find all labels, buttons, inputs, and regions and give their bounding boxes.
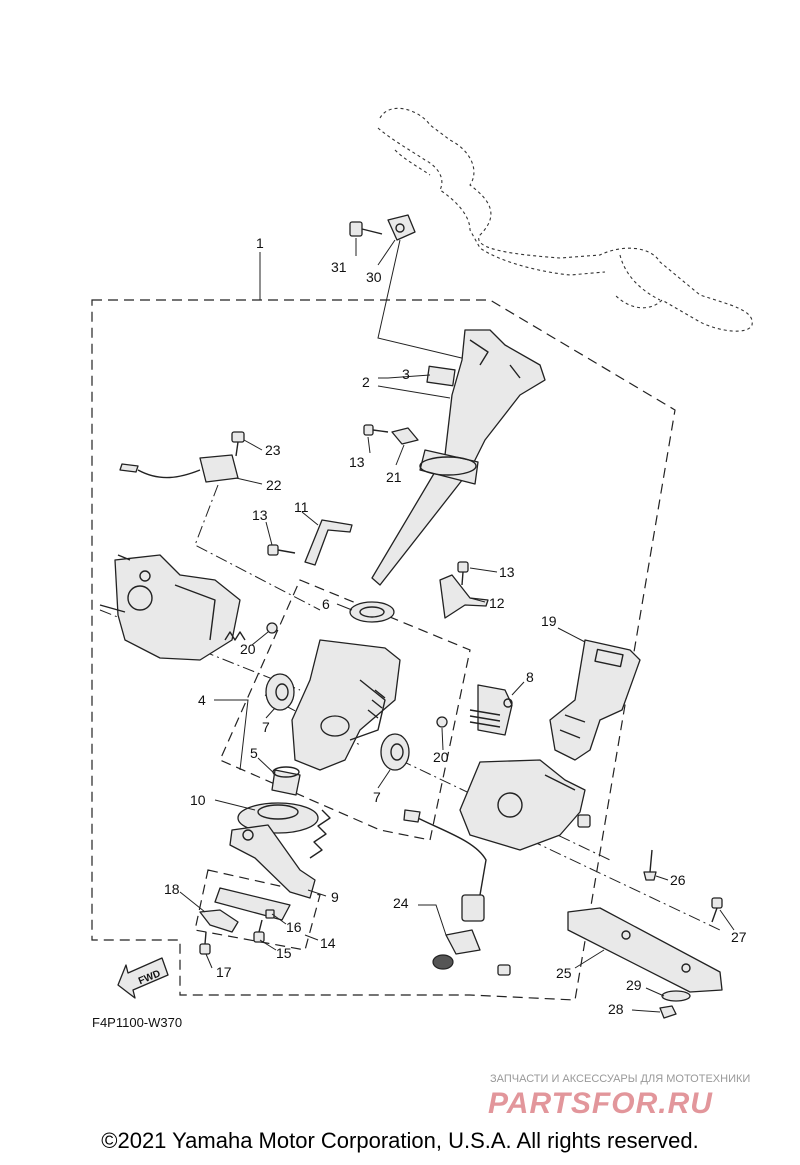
callout-2: 2 — [362, 374, 370, 390]
callout-15: 15 — [276, 945, 292, 961]
part-5-collar — [271, 766, 301, 796]
callout-30: 30 — [366, 269, 382, 285]
callout-21: 21 — [386, 469, 402, 485]
callout-14: 14 — [320, 935, 336, 951]
callout-5: 5 — [250, 745, 258, 761]
callout-18: 18 — [164, 881, 180, 897]
spring-left — [224, 631, 246, 641]
part-25-plate — [567, 907, 723, 993]
callout-31: 31 — [331, 259, 347, 275]
callout-9: 9 — [331, 889, 339, 905]
part-31-bolt — [349, 221, 383, 237]
part-20-nut-left — [266, 622, 278, 634]
part-19-cover — [549, 639, 641, 761]
callout-10: 10 — [190, 792, 206, 808]
part-20-nut-right — [436, 716, 448, 728]
part-22-switch — [119, 454, 239, 483]
callout-24: 24 — [393, 895, 409, 911]
callout-26: 26 — [670, 872, 686, 888]
part-13-bolt-left — [267, 544, 296, 556]
part-15-bolt — [253, 919, 265, 943]
spring-center — [309, 809, 331, 859]
callout-4: 4 — [198, 692, 206, 708]
copyright-footer: ©2021 Yamaha Motor Corporation, U.S.A. A… — [101, 1128, 699, 1153]
central-tilt-mechanism — [291, 639, 401, 771]
part-21-clamp — [391, 427, 419, 445]
part-10-disc — [237, 802, 319, 834]
callout-23: 23 — [265, 442, 281, 458]
part-24-sensor — [403, 809, 511, 976]
part-28-nut — [659, 1005, 677, 1019]
callout-13-left: 13 — [252, 507, 268, 523]
callout-7-left: 7 — [262, 719, 270, 735]
callout-22: 22 — [266, 477, 282, 493]
part-26-screw — [643, 849, 657, 881]
group-14-boundary — [194, 869, 321, 951]
part-9-arm — [229, 824, 316, 899]
part-12-bracket — [439, 574, 489, 619]
part-7-washer-left — [265, 673, 295, 711]
callout-1: 1 — [256, 235, 264, 251]
callout-29: 29 — [626, 977, 642, 993]
part-8-actuator — [469, 684, 513, 736]
group-4-boundary — [219, 579, 471, 841]
callout-7-right: 7 — [373, 789, 381, 805]
callout-labels: 1 31 30 2 3 13 21 23 22 13 11 6 13 12 19… — [164, 235, 747, 1017]
callout-20-left: 20 — [240, 641, 256, 657]
part-7-washer-right — [380, 733, 410, 771]
right-housing — [459, 759, 591, 851]
callout-20-right: 20 — [433, 749, 449, 765]
part-29-washer — [661, 990, 691, 1002]
callout-3: 3 — [402, 366, 410, 382]
part-18-lever — [199, 909, 239, 933]
watermark: ЗАПЧАСТИ И АКСЕССУАРЫ ДЛЯ МОТОТЕХНИКИ PA… — [488, 1073, 750, 1120]
callout-8: 8 — [526, 669, 534, 685]
part-23-bolt — [231, 431, 245, 457]
callout-28: 28 — [608, 1001, 624, 1017]
callout-16: 16 — [286, 919, 302, 935]
leader-lines — [179, 238, 735, 1013]
callout-17: 17 — [216, 964, 232, 980]
part-11-bracket — [304, 519, 353, 566]
callout-25: 25 — [556, 965, 572, 981]
callout-6: 6 — [322, 596, 330, 612]
watermark-logo: PARTSFOR.RU — [488, 1087, 713, 1120]
part-2-steering-column — [371, 329, 546, 586]
callout-13-upper: 13 — [349, 454, 365, 470]
part-16-plate — [214, 887, 291, 921]
assembly-1-boundary — [91, 299, 676, 1001]
fwd-arrow: FWD — [117, 957, 169, 999]
callout-13-right: 13 — [499, 564, 515, 580]
callout-11: 11 — [294, 499, 309, 515]
part-30-bracket — [387, 214, 416, 241]
callout-19: 19 — [541, 613, 557, 629]
handlebar-ghost — [377, 107, 753, 332]
part-13-bolt-right — [457, 561, 469, 586]
callout-27: 27 — [731, 929, 747, 945]
part-27-bolt — [711, 897, 723, 923]
callout-12: 12 — [489, 595, 505, 611]
watermark-caption: ЗАПЧАСТИ И АКСЕССУАРЫ ДЛЯ МОТОТЕХНИКИ — [490, 1073, 750, 1085]
part-6-bushing — [349, 601, 395, 623]
left-housing — [99, 554, 241, 661]
drawing-code: F4P1100-W370 — [92, 1015, 182, 1030]
part-13-bolt-upper — [363, 424, 389, 436]
part-17-bolt — [199, 931, 211, 955]
